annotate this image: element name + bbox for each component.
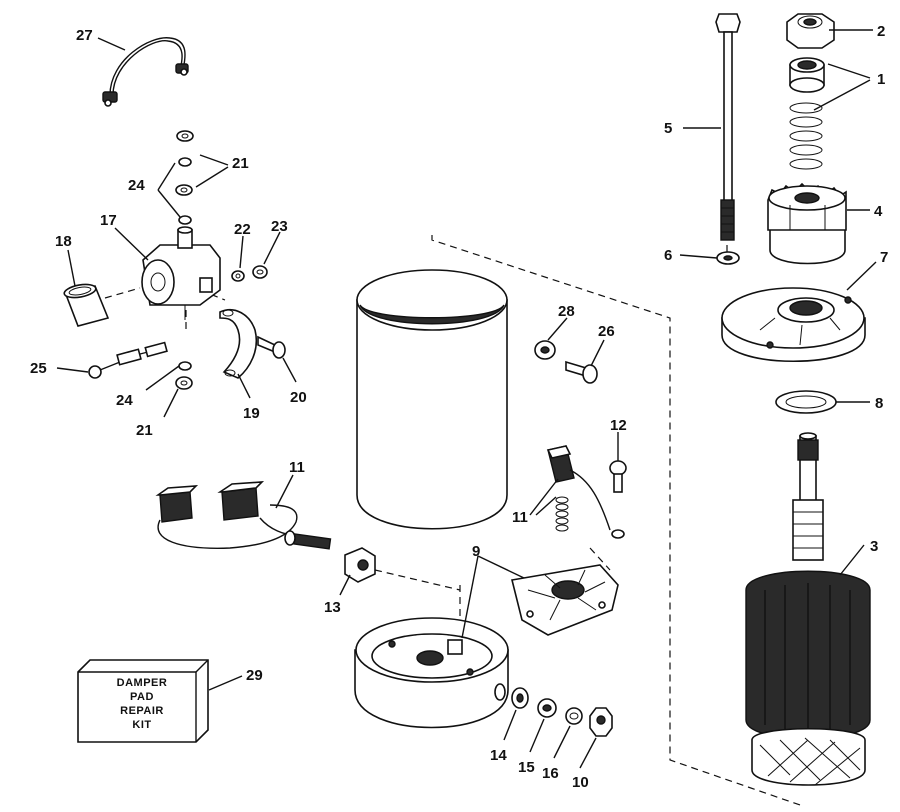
lower-washer-24 xyxy=(178,361,192,371)
callout-17: 17 xyxy=(100,212,117,229)
terminal-block-17 xyxy=(141,130,221,320)
nut-2 xyxy=(786,13,835,49)
callout-27: 27 xyxy=(76,27,93,44)
callout-2: 2 xyxy=(877,23,885,40)
spring-1 xyxy=(789,102,823,170)
repair-kit-29: DAMPER PAD REPAIR KIT xyxy=(77,659,209,743)
brush-lead-11-left xyxy=(155,481,332,550)
kit-label-line-4: KIT xyxy=(132,719,151,731)
commutator-end-cap xyxy=(354,617,509,729)
brush-spring-11 xyxy=(555,496,569,532)
terminal-clip-13 xyxy=(344,547,376,583)
callout-10: 10 xyxy=(572,774,589,791)
callout-18: 18 xyxy=(55,233,72,250)
nut-10 xyxy=(589,707,613,737)
callout-6: 6 xyxy=(664,247,672,264)
leader-lines xyxy=(56,29,877,769)
callout-14: 14 xyxy=(490,747,507,764)
screw-20 xyxy=(257,335,286,359)
callout-8: 8 xyxy=(875,395,883,412)
callout-26: 26 xyxy=(598,323,615,340)
sleeve-18 xyxy=(63,283,110,327)
end-cap-7 xyxy=(721,287,866,362)
wire-lead-27 xyxy=(102,37,189,107)
callout-28: 28 xyxy=(558,303,575,320)
callout-25: 25 xyxy=(30,360,47,377)
callout-24-lower: 24 xyxy=(116,392,133,409)
nut-23 xyxy=(252,265,268,279)
washer-15 xyxy=(537,698,557,718)
callout-4: 4 xyxy=(874,203,883,220)
lower-nut-21 xyxy=(175,376,193,390)
callout-numbers: 1 2 3 4 5 6 7 8 9 10 11 11 12 13 14 15 1… xyxy=(30,23,888,791)
callout-19: 19 xyxy=(243,405,260,422)
callout-16: 16 xyxy=(542,765,559,782)
kit-label-line-1: DAMPER xyxy=(117,677,168,689)
callout-7: 7 xyxy=(880,249,888,266)
collar-1 xyxy=(789,57,825,93)
washer-6 xyxy=(716,251,740,265)
callout-11-left: 11 xyxy=(289,459,305,476)
screw-12 xyxy=(609,460,627,493)
bolt-26 xyxy=(565,360,598,384)
armature-3 xyxy=(745,432,871,786)
callout-1: 1 xyxy=(877,71,885,88)
callout-12: 12 xyxy=(610,417,627,434)
callout-21-lower: 21 xyxy=(136,422,153,439)
callout-29: 29 xyxy=(246,667,263,684)
callout-21-upper: 21 xyxy=(232,155,249,172)
washer-8 xyxy=(775,390,837,414)
brush-11-right xyxy=(546,445,625,539)
callout-15: 15 xyxy=(518,759,535,776)
callout-13: 13 xyxy=(324,599,341,616)
callout-23: 23 xyxy=(271,218,288,235)
field-frame xyxy=(356,269,508,530)
through-bolt-5 xyxy=(715,13,741,241)
callout-5: 5 xyxy=(664,120,672,137)
washer-14 xyxy=(511,687,529,709)
bracket-19 xyxy=(219,308,257,379)
connector-lead-25 xyxy=(88,341,168,379)
kit-label-line-2: PAD xyxy=(130,691,154,703)
lockwasher-16 xyxy=(565,707,583,725)
brush-holder-9 xyxy=(511,564,619,636)
callout-9: 9 xyxy=(472,543,480,560)
kit-label-line-3: REPAIR xyxy=(120,705,164,717)
callout-24-upper: 24 xyxy=(128,177,145,194)
pinion-gear-4 xyxy=(767,182,847,265)
callout-3: 3 xyxy=(870,538,878,555)
washer-28 xyxy=(534,340,556,360)
callout-22: 22 xyxy=(234,221,251,238)
callout-11-right: 11 xyxy=(512,509,528,526)
nut-22 xyxy=(231,270,245,282)
callout-20: 20 xyxy=(290,389,307,406)
